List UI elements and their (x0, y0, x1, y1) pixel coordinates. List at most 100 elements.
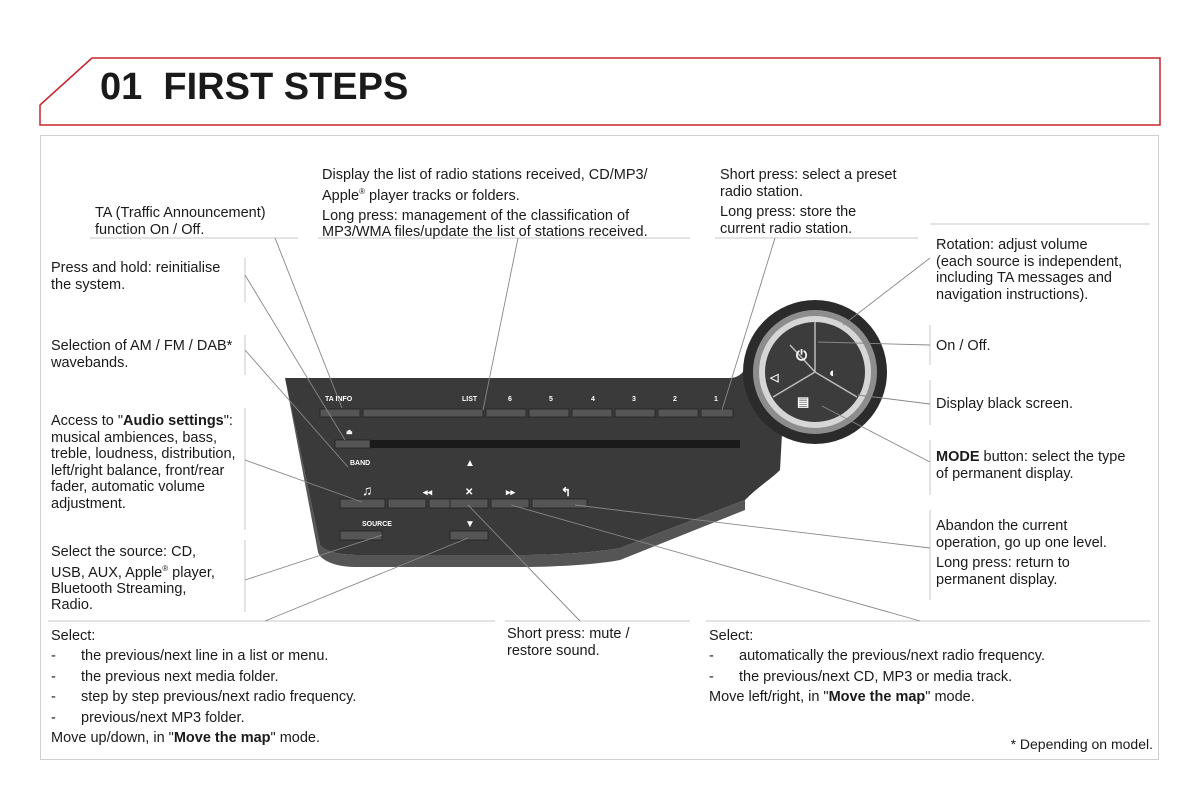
list-item-text: the previous next media folder. (81, 668, 279, 685)
content-frame (40, 135, 1159, 760)
mute-button[interactable] (449, 498, 489, 509)
tail-bold: Move the map (173, 730, 271, 746)
list-item: - the previous next media folder. (51, 667, 491, 688)
preset-2-label: 2 (673, 396, 677, 403)
callout-audio-line2: musical ambiences, bass, (51, 429, 218, 446)
callout-mute-line1: Short press: mute / (507, 626, 630, 642)
callout-volume-line4: navigation instructions). (936, 286, 1089, 303)
ta-info-button[interactable] (319, 408, 361, 418)
source-2b: player, (168, 564, 215, 581)
tail-pre: Move up/down, in " (51, 730, 174, 746)
dash: - (51, 668, 56, 685)
up-arrow-icon: ▲ (465, 458, 475, 469)
preset-5-button[interactable] (528, 408, 570, 418)
source-2a: USB, AUX, Apple (51, 564, 163, 581)
callout-preset: Short press: select a preset radio stati… (720, 167, 897, 237)
preset-1-button[interactable] (700, 408, 734, 418)
callout-list: Display the list of radio stations recei… (322, 167, 648, 241)
list-item: - the previous/next CD, MP3 or media trac… (709, 667, 1149, 688)
power-icon: ⏻ (796, 347, 807, 363)
audio-bold: Audio settings (123, 413, 224, 429)
callout-mode-line1: MODE button: select the type (936, 449, 1125, 466)
callout-audio-line5: fader, automatic volume (51, 479, 205, 495)
select-right-heading: Select: (709, 628, 754, 644)
forward-button[interactable] (490, 498, 530, 509)
callout-volume-line2: (each source is independent, (936, 253, 1123, 270)
select-left-tail: Move up/down, in "Move the map" mode. (51, 728, 491, 748)
callout-onoff: On / Off. (936, 338, 991, 354)
dash: - (709, 668, 714, 685)
select-left-heading: Select: (51, 628, 96, 644)
callout-reinit-line1: Press and hold: reinitialise (51, 260, 221, 276)
callout-mode: MODE button: select the type of permanen… (936, 449, 1125, 482)
callout-band-line2: wavebands. (51, 354, 129, 371)
chapter-title: FIRST STEPS (163, 66, 409, 108)
speaker-icon: ◁ (769, 372, 779, 384)
callout-reinit-line2: the system. (51, 276, 126, 293)
select-right-tail: Move left/right, in "Move the map" mode. (709, 687, 1149, 707)
preset-4-label: 4 (591, 396, 595, 403)
callout-audio-line3: treble, loudness, distribution, (51, 446, 236, 462)
source-button[interactable] (339, 530, 383, 541)
callout-ta-line1: TA (Traffic Announcement) (95, 205, 266, 221)
select-left-block: Select: - the previous/next line in a lis… (51, 626, 491, 748)
audio-settings-button[interactable] (339, 498, 386, 509)
registered-mark: ® (359, 186, 365, 196)
callout-audio-line1: Access to "Audio settings": (51, 413, 236, 430)
separator-rules (48, 223, 1150, 622)
source-registered: ® (162, 563, 169, 573)
callout-abandon-line2: operation, go up one level. (936, 534, 1107, 551)
rewind-icon: ◂◂ (422, 487, 433, 497)
preset-3-label: 3 (632, 396, 636, 403)
eject-icon: ⏏ (346, 429, 353, 436)
list-item-text: step by step previous/next radio frequen… (81, 689, 357, 705)
preset-6-button[interactable] (485, 408, 527, 418)
apple-text: Apple (322, 187, 360, 204)
preset-2-button[interactable] (657, 408, 699, 418)
preset-4-button[interactable] (571, 408, 613, 418)
select-left-list: - the previous/next line in a list or men… (51, 646, 491, 728)
list-item-text: the previous/next line in a list or menu… (81, 648, 329, 664)
callout-source-line2: USB, AUX, Apple® player, (51, 561, 215, 581)
callout-mute: Short press: mute / restore sound. (507, 626, 630, 659)
callout-reinit: Press and hold: reinitialise the system. (51, 260, 220, 293)
list-label: LIST (462, 396, 478, 403)
callout-volume-line1: Rotation: adjust volume (936, 237, 1088, 253)
top-button-row (319, 408, 734, 541)
list-item: -step by step previous/next radio freque… (51, 687, 491, 708)
rewind-button[interactable] (387, 498, 427, 509)
dash: - (51, 709, 56, 726)
down-arrow-icon: ▼ (465, 519, 475, 530)
callout-audio-line6: adjustment. (51, 495, 126, 512)
callout-list-long1: Long press: management of the classifica… (322, 207, 630, 224)
callout-volume: Rotation: adjust volume (each source is … (936, 237, 1122, 303)
band-label: BAND (350, 460, 370, 467)
callout-abandon-line1: Abandon the current (936, 518, 1068, 534)
callout-preset-long2: current radio station. (720, 220, 853, 237)
list-button[interactable] (362, 408, 484, 418)
callout-list-long2: MP3/WMA files/update the list of station… (322, 224, 648, 241)
chapter-number: 01 (100, 66, 143, 108)
list-item: - automatically the previous/next radio f… (709, 646, 1149, 667)
preset-6-label: 6 (508, 396, 512, 403)
callout-abandon-long1: Long press: return to (936, 555, 1070, 571)
preset-1-label: 1 (714, 396, 718, 403)
source-label: SOURCE (362, 521, 392, 528)
list-item: -previous/next MP3 folder. (51, 708, 491, 729)
mode-icon: ▤ (797, 394, 809, 409)
down-button[interactable] (449, 530, 489, 541)
callout-list-line2: Apple® player tracks or folders. (322, 184, 648, 204)
list-item-text: the previous/next CD, MP3 or media track… (739, 668, 1013, 685)
cd-slot (340, 440, 740, 448)
list-item-text: automatically the previous/next radio fr… (739, 648, 1046, 664)
dash: - (709, 648, 714, 664)
tail-pre: Move left/right, in " (709, 689, 829, 705)
callout-mute-line2: restore sound. (507, 642, 600, 659)
callout-band: Selection of AM / FM / DAB* wavebands. (51, 338, 232, 371)
callout-preset-line1: Short press: select a preset (720, 167, 897, 183)
preset-3-button[interactable] (614, 408, 656, 418)
back-button[interactable] (531, 498, 588, 509)
eject-button[interactable] (334, 439, 371, 449)
list-item: -the previous/next line in a list or men… (51, 646, 491, 667)
footnote: * Depending on model. (1010, 736, 1153, 752)
